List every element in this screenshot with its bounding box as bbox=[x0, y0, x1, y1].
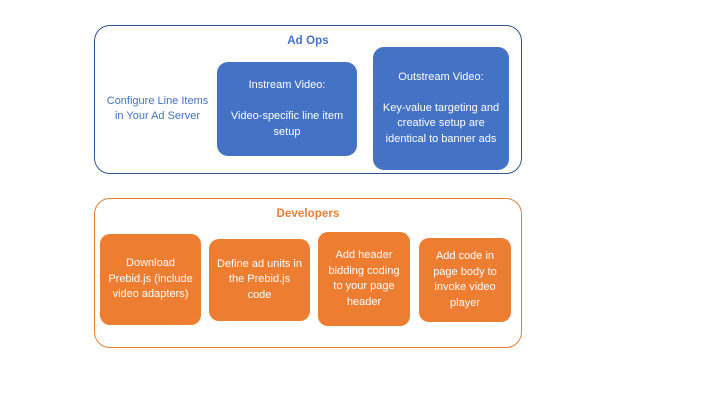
group-title-ad-ops: Ad Ops bbox=[287, 35, 329, 47]
cell-configure-line-items: Configure Line Items in Your Ad Server bbox=[106, 95, 209, 122]
card-define-ad-units: Define ad units in the Prebid.js code bbox=[209, 239, 310, 321]
card-download-prebid: Download Prebid.js (include video adapte… bbox=[100, 234, 201, 325]
card-add-header-bidding-code: Add header bidding coding to your page h… bbox=[318, 232, 410, 326]
card-outstream-video: Outstream Video: Key-value targeting and… bbox=[373, 47, 509, 170]
card-add-code-page-body: Add code in page body to invoke video pl… bbox=[419, 238, 511, 322]
card-instream-video: Instream Video: Video-specific line item… bbox=[217, 62, 357, 156]
group-title-developers: Developers bbox=[276, 208, 340, 220]
